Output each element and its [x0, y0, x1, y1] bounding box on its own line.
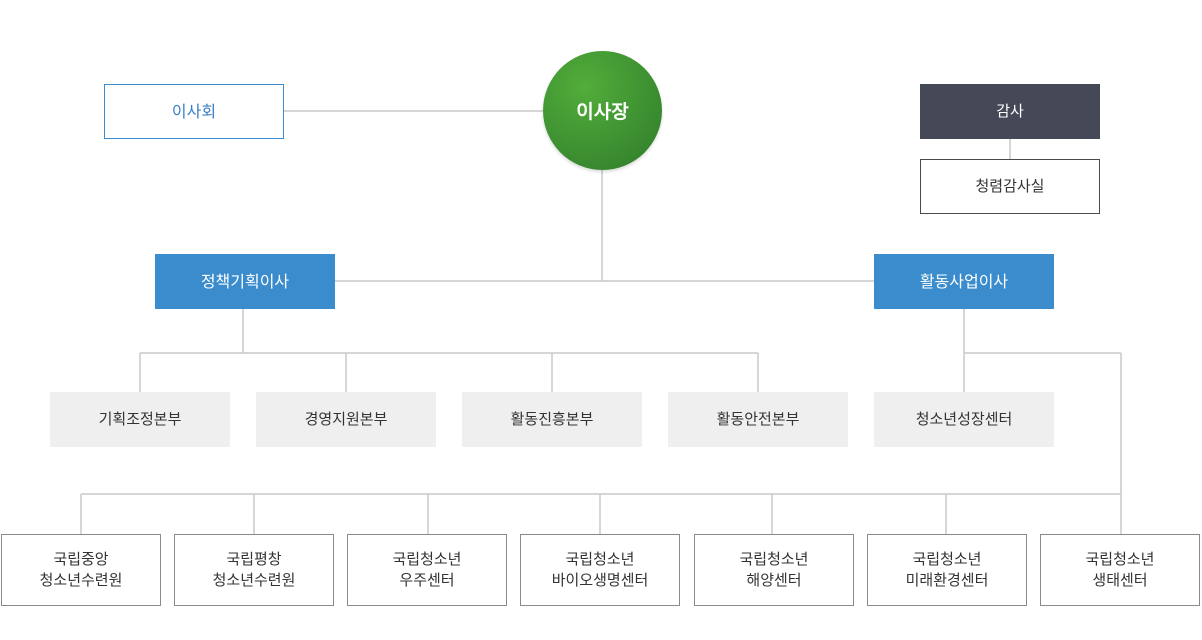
center-box: 국립청소년 우주센터 — [347, 534, 507, 606]
center-line-2: 해양센터 — [746, 571, 802, 589]
center-box: 국립평창 청소년수련원 — [174, 534, 334, 606]
center-line-2: 우주센터 — [399, 571, 455, 589]
center-line-2: 미래환경센터 — [905, 571, 989, 589]
center-line-2: 바이오생명센터 — [551, 571, 649, 589]
center-box: 국립중앙 청소년수련원 — [1, 534, 161, 606]
center-box: 국립청소년 미래환경센터 — [867, 534, 1027, 606]
center-line-1: 국립중앙 — [53, 550, 109, 568]
center-line-1: 국립청소년 — [565, 550, 635, 568]
chairman-node: 이사장 — [543, 51, 662, 170]
division-youth-growth-center: 청소년성장센터 — [874, 392, 1054, 447]
center-line-2: 생태센터 — [1092, 571, 1148, 589]
board-box: 이사회 — [104, 84, 284, 139]
center-box: 국립청소년 해양센터 — [694, 534, 854, 606]
center-box: 국립청소년 바이오생명센터 — [520, 534, 680, 606]
policy-director-box: 정책기획이사 — [155, 254, 335, 309]
division-safety: 활동안전본부 — [668, 392, 848, 447]
center-box: 국립청소년 생태센터 — [1040, 534, 1200, 606]
center-line-2: 청소년수련원 — [212, 571, 296, 589]
center-line-1: 국립청소년 — [912, 550, 982, 568]
center-line-1: 국립평창 — [226, 550, 282, 568]
activities-director-box: 활동사업이사 — [874, 254, 1054, 309]
center-line-1: 국립청소년 — [392, 550, 462, 568]
audit-box: 감사 — [920, 84, 1100, 139]
center-line-1: 국립청소년 — [739, 550, 809, 568]
division-management: 경영지원본부 — [256, 392, 436, 447]
center-line-1: 국립청소년 — [1085, 550, 1155, 568]
division-promotion: 활동진흥본부 — [462, 392, 642, 447]
center-line-2: 청소년수련원 — [39, 571, 123, 589]
integrity-audit-office-box: 청렴감사실 — [920, 159, 1100, 214]
division-planning: 기획조정본부 — [50, 392, 230, 447]
